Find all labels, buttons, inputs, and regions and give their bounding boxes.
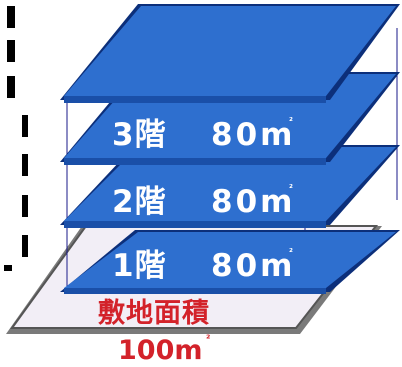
- floor-1-label-group: 1階 80m ²: [112, 248, 295, 284]
- site-area-value-group: 100m ²: [118, 334, 210, 366]
- height-dash-line: [4, 6, 28, 271]
- site-area-label: 敷地面積: [98, 297, 210, 329]
- floor-2-area: 80m: [211, 184, 295, 220]
- roof-slab: [60, 4, 400, 103]
- floor-2-area-sup: ²: [289, 184, 293, 194]
- floor-3-area-sup: ²: [289, 117, 293, 127]
- floor-1-label: 1階: [112, 248, 167, 284]
- floor-2-label-group: 2階 80m ²: [112, 184, 295, 220]
- site-area-sup: ²: [206, 334, 210, 345]
- site-area-value: 100m: [118, 335, 203, 366]
- floor-1-area: 80m: [211, 248, 295, 284]
- floor-3-label: 3階: [112, 117, 167, 153]
- floor-3-area: 80m: [211, 117, 295, 153]
- floor-slab-1: [60, 230, 400, 294]
- floor-2-label: 2階: [112, 184, 167, 220]
- floor-3-label-group: 3階 80m ²: [112, 117, 295, 153]
- floor-1-area-sup: ²: [289, 248, 293, 258]
